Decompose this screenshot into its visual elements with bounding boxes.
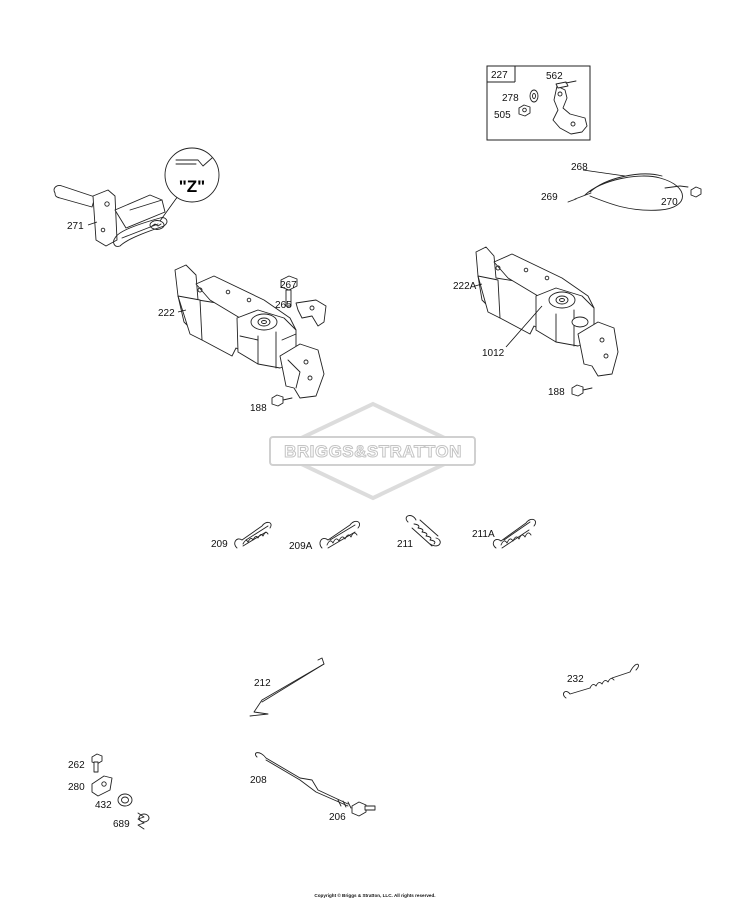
- kit-227[interactable]: 227 562 278 505: [486, 65, 591, 141]
- label-232: 232: [567, 674, 584, 685]
- label-265: 265: [275, 300, 292, 311]
- label-1012: 1012: [482, 348, 505, 359]
- screw-206[interactable]: 206: [329, 801, 376, 823]
- detail-z-label: "Z": [179, 177, 206, 196]
- brand-watermark: BRIGGS&STRATTON: [269, 401, 477, 501]
- label-222A: 222A: [453, 281, 477, 292]
- cable-268[interactable]: 268 269 270: [541, 162, 702, 211]
- label-432: 432: [95, 800, 112, 811]
- label-227: 227: [491, 70, 508, 81]
- spring-211[interactable]: 211: [397, 515, 441, 550]
- label-211: 211: [397, 539, 413, 550]
- label-212: 212: [254, 678, 271, 689]
- label-268: 268: [571, 162, 588, 173]
- lever-271[interactable]: 271 "Z": [53, 147, 220, 247]
- spring-211A[interactable]: 211A: [472, 518, 537, 549]
- label-505: 505: [494, 110, 511, 121]
- watermark-text: BRIGGS&STRATTON: [284, 442, 462, 461]
- label-269: 269: [541, 192, 558, 203]
- label-262: 262: [68, 760, 85, 771]
- rod-208[interactable]: 208: [250, 752, 352, 809]
- label-267: 267: [280, 280, 297, 291]
- label-209A: 209A: [289, 541, 313, 552]
- label-562: 562: [546, 71, 563, 82]
- label-270: 270: [661, 197, 678, 208]
- label-206: 206: [329, 812, 346, 823]
- spring-232[interactable]: 232: [563, 663, 639, 699]
- control-bracket-222[interactable]: 267 265 222 188: [158, 264, 327, 414]
- label-211A: 211A: [472, 529, 495, 540]
- label-280: 280: [68, 782, 85, 793]
- label-689: 689: [113, 819, 130, 830]
- hardware-group[interactable]: 262 280 432 689: [68, 753, 150, 830]
- label-188-left: 188: [250, 403, 267, 414]
- label-222: 222: [158, 308, 175, 319]
- spring-209A[interactable]: 209A: [289, 520, 361, 552]
- copyright-notice: Copyright © Briggs & Stratton, LLC. All …: [314, 892, 435, 898]
- spring-209[interactable]: 209: [211, 521, 272, 550]
- label-278: 278: [502, 93, 519, 104]
- label-209: 209: [211, 539, 228, 550]
- control-bracket-222A[interactable]: 222A 1012 188: [453, 246, 619, 398]
- label-271: 271: [67, 221, 84, 232]
- rod-212[interactable]: 212: [249, 657, 325, 717]
- label-208: 208: [250, 775, 267, 786]
- label-188-right: 188: [548, 387, 565, 398]
